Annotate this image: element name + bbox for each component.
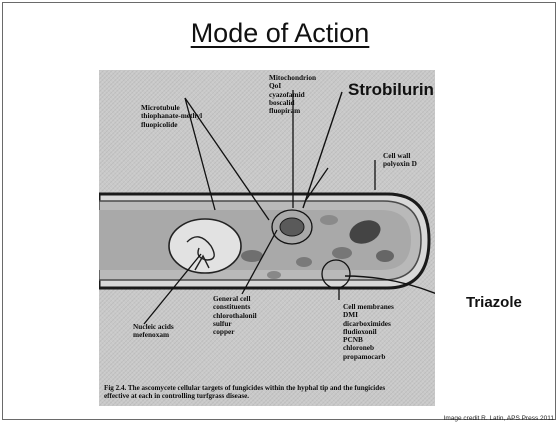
label-cell-wall: Cell wall polyoxin D <box>383 152 417 169</box>
fungal-hypha-figure: Microtubule thiophanate-methyl fluopicol… <box>99 70 435 406</box>
label-mitochondrion: Mitochondrion QoI cyazofamid boscalid fl… <box>269 74 316 115</box>
label-general-cell: General cell constituents chlorothalonil… <box>213 295 257 336</box>
figure-caption: Fig 2.4. The ascomycete cellular targets… <box>104 384 430 400</box>
label-cell-membranes: Cell membranes DMI dicarboximides fludio… <box>343 303 394 361</box>
slide-title: Mode of Action <box>0 18 560 49</box>
mitochondrion <box>280 218 304 236</box>
label-microtubule: Microtubule thiophanate-methyl fluopicol… <box>141 104 202 129</box>
nucleus <box>169 219 241 273</box>
triazole-label: Triazole <box>466 294 522 311</box>
image-credit: Image credit R. Latin, APS Press 2011 <box>444 415 554 422</box>
strobilurin-label: Strobilurin <box>348 80 434 100</box>
label-nucleic-acids: Nucleic acids mefenoxam <box>133 323 174 340</box>
